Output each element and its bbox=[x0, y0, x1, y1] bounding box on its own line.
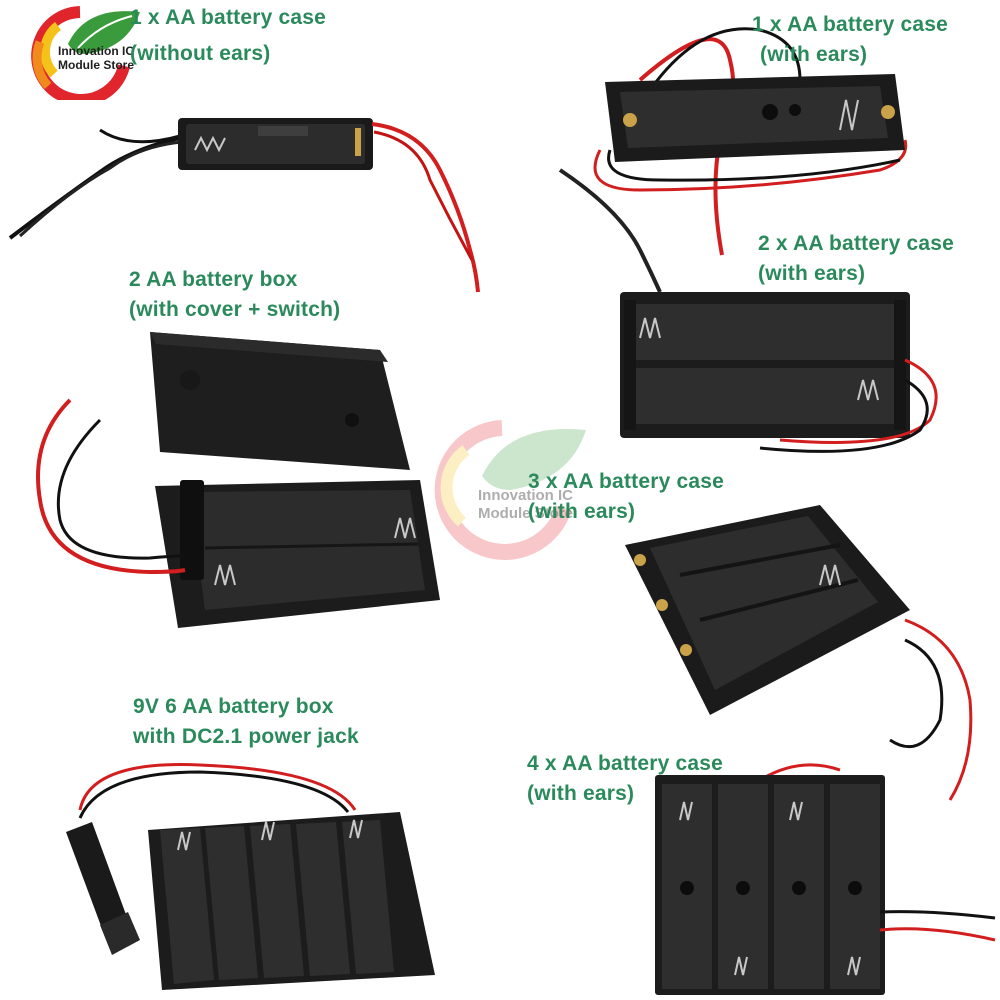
label-line-1: 1 x AA battery case bbox=[752, 13, 949, 36]
label-line-2: (with cover + switch) bbox=[129, 298, 341, 321]
label-line-2: (without ears) bbox=[130, 42, 271, 65]
label-line-2: (with ears) bbox=[758, 262, 866, 285]
label-4aa-with-ears: 4 x AA battery case (with ears) bbox=[527, 749, 723, 809]
label-line-1: 3 x AA battery case bbox=[528, 470, 725, 493]
battery-box-6aa-dc-jack-image bbox=[66, 763, 435, 990]
label-1aa-without-ears: 1 x AA battery case (without ears) bbox=[130, 3, 326, 69]
label-2aa-cover-switch: 2 AA battery box (with cover + switch) bbox=[129, 265, 340, 325]
label-line-2: with DC2.1 power jack bbox=[133, 725, 359, 748]
label-line-1: 2 x AA battery case bbox=[758, 232, 955, 255]
store-logo-icon bbox=[31, 6, 140, 100]
battery-case-1aa-with-ears-image bbox=[558, 27, 908, 293]
watermark-line-2: Module Store bbox=[478, 505, 574, 522]
label-line-2: (with ears) bbox=[760, 43, 868, 66]
label-line-1: 9V 6 AA battery box bbox=[133, 695, 334, 718]
battery-case-1aa-no-ears-image bbox=[8, 118, 480, 293]
label-6aa-dc-jack: 9V 6 AA battery box with DC2.1 power jac… bbox=[133, 692, 359, 752]
watermark-text: Innovation IC Module Store bbox=[478, 487, 573, 523]
battery-case-2aa-with-ears-image bbox=[620, 292, 938, 453]
logo-line-1: Innovation IC bbox=[58, 44, 134, 58]
label-3aa-with-ears: 3 x AA battery case (with ears) bbox=[528, 467, 724, 527]
label-line-1: 2 AA battery box bbox=[129, 268, 298, 291]
logo-line-2: Module Store bbox=[58, 58, 135, 72]
label-line-1: 1 x AA battery case bbox=[130, 6, 327, 29]
battery-box-2aa-cover-switch-image bbox=[36, 332, 440, 628]
watermark-line-1: Innovation IC bbox=[478, 487, 573, 504]
label-1aa-with-ears: 1 x AA battery case (with ears) bbox=[752, 10, 948, 70]
label-line-2: (with ears) bbox=[528, 500, 636, 523]
battery-case-3aa-with-ears-image bbox=[625, 505, 973, 801]
battery-case-4aa-with-ears-image bbox=[655, 763, 996, 995]
label-line-2: (with ears) bbox=[527, 782, 635, 805]
label-line-1: 4 x AA battery case bbox=[527, 752, 724, 775]
store-logo-text: Innovation IC Module Store bbox=[58, 44, 134, 72]
watermark-logo-icon bbox=[434, 420, 586, 560]
label-2aa-with-ears: 2 x AA battery case (with ears) bbox=[758, 229, 954, 289]
